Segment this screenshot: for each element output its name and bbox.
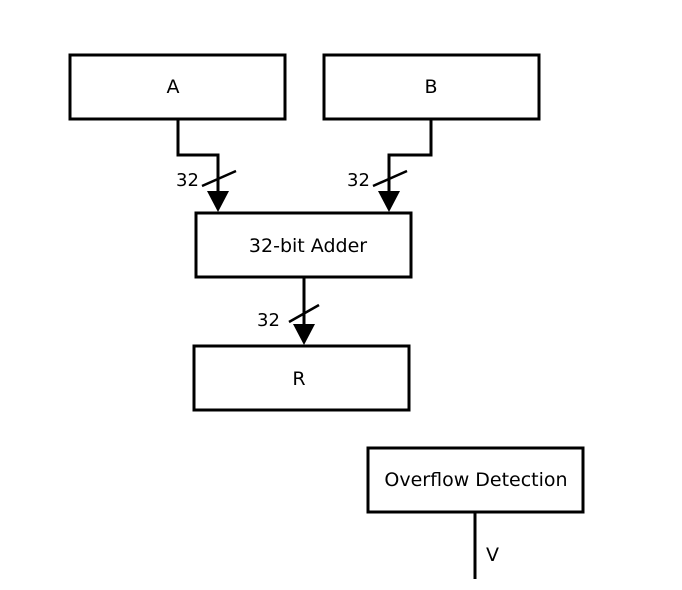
block-overflow-detection: Overflow Detection xyxy=(366,446,585,514)
block-adder-label: 32-bit Adder xyxy=(249,235,367,257)
block-a-label: A xyxy=(167,76,180,98)
block-overflow-detection-box xyxy=(366,446,585,514)
block-overflow-detection-label: Overflow Detection xyxy=(384,469,567,491)
overflow-output-label: V xyxy=(486,544,499,566)
bus-a-width-label: 32 xyxy=(176,170,199,191)
block-a: A xyxy=(68,53,287,121)
bus-a-arrowhead xyxy=(207,191,229,212)
bus-b-to-adder: 32 xyxy=(347,119,433,212)
bus-a-to-adder: 32 xyxy=(176,119,237,212)
block-r-label: R xyxy=(292,368,305,390)
bus-b-width-label: 32 xyxy=(347,170,370,191)
bus-adder-to-r-arrowhead xyxy=(293,324,315,345)
bus-b-to-adder-wire xyxy=(387,119,433,195)
bus-adder-to-r-width-slash xyxy=(288,303,320,324)
block-b: B xyxy=(322,53,541,121)
block-b-label: B xyxy=(424,76,437,98)
bus-a-to-adder-wire xyxy=(176,119,220,195)
bus-adder-to-r: 32 xyxy=(257,277,320,345)
bus-a-width-slash xyxy=(201,169,237,188)
block-a-box xyxy=(68,53,287,121)
bus-adder-to-r-width-label: 32 xyxy=(257,310,280,331)
block-r-box xyxy=(192,344,411,412)
block-r: R xyxy=(192,344,411,412)
overflow-output-signal: V xyxy=(473,512,499,579)
bus-b-width-slash xyxy=(372,169,408,188)
block-adder: 32-bit Adder xyxy=(194,211,413,279)
block-adder-box xyxy=(194,211,413,279)
bus-b-arrowhead xyxy=(378,191,400,212)
block-b-box xyxy=(322,53,541,121)
